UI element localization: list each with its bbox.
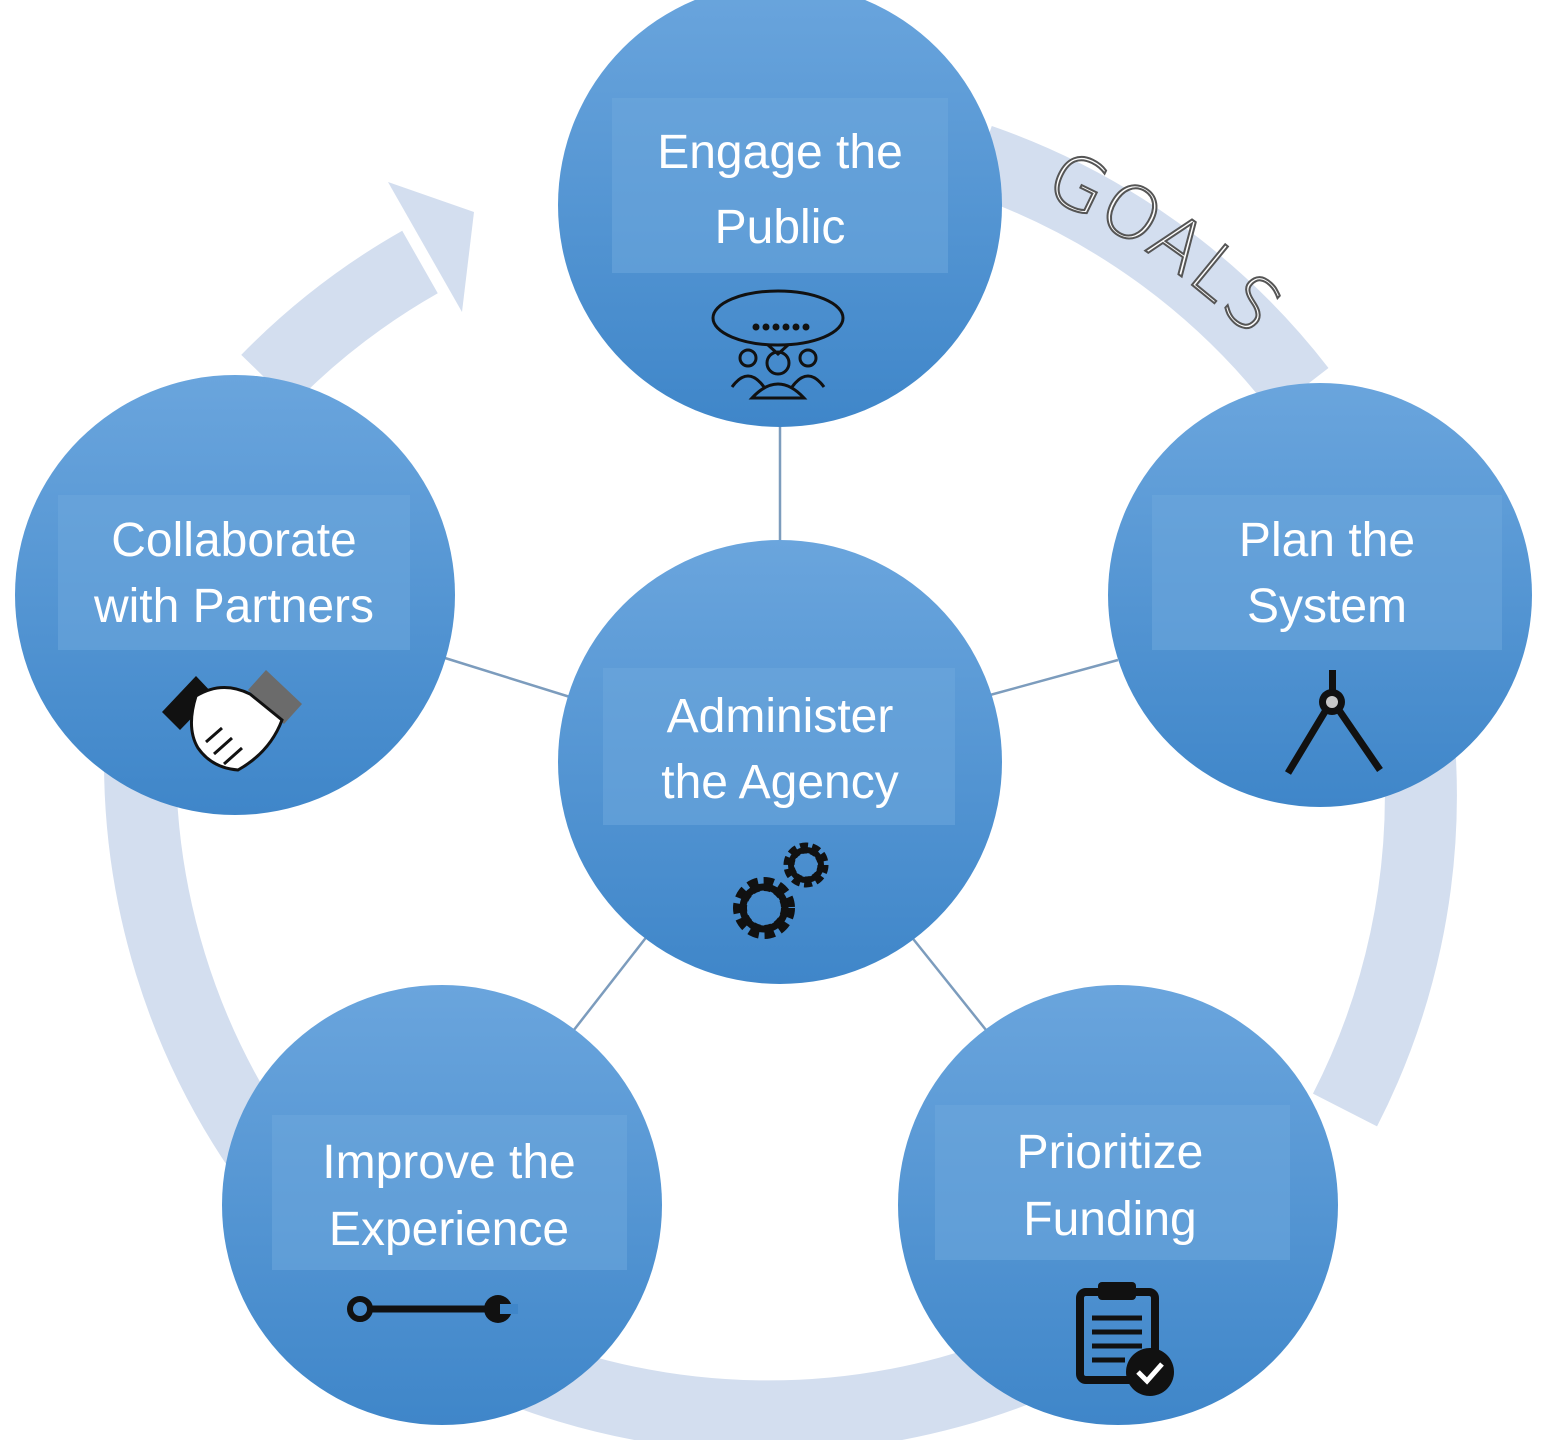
- handshake-icon: [162, 670, 302, 772]
- node-center-label-line2: the Agency: [661, 756, 899, 809]
- node-prioritize-funding[interactable]: Prioritize Funding: [898, 985, 1338, 1425]
- gears-icon: [733, 842, 829, 939]
- node-administer-the-agency[interactable]: Administer the Agency: [558, 540, 1002, 984]
- node-center-label-box: [603, 668, 955, 825]
- node-engage-label-box: [612, 98, 948, 273]
- node-plan-label-box: [1152, 495, 1502, 650]
- cycle-arrow-body: [241, 230, 439, 406]
- node-prioritize-label-line1: Prioritize: [1017, 1126, 1204, 1179]
- connector-collaborate: [444, 656, 571, 699]
- goals-label: GOALS: [1035, 134, 1299, 351]
- node-engage-label-line1: Engage the: [657, 126, 903, 179]
- node-engage-the-public[interactable]: Engage the Public: [558, 0, 1002, 427]
- wrench-icon: [347, 1295, 518, 1323]
- node-center-label-line1: Administer: [667, 690, 894, 743]
- node-prioritize-label-box: [935, 1105, 1290, 1260]
- node-improve-label-box: [272, 1115, 627, 1270]
- connector-plan: [989, 658, 1119, 697]
- node-engage-label-line2: Public: [715, 201, 846, 254]
- node-plan-the-system[interactable]: Plan the System: [1108, 383, 1532, 807]
- connector-improve: [569, 934, 649, 1036]
- node-improve-label-line2: Experience: [329, 1203, 569, 1256]
- node-prioritize-label-line2: Funding: [1023, 1193, 1196, 1246]
- node-plan-label-line2: System: [1247, 580, 1407, 633]
- clipboard-check-icon: [1076, 1282, 1174, 1396]
- node-collaborate-label-box: [58, 495, 410, 650]
- node-collaborate-with-partners[interactable]: Collaborate with Partners: [15, 375, 455, 815]
- node-collaborate-label-line2: with Partners: [93, 580, 374, 633]
- node-improve-label-line1: Improve the: [322, 1136, 575, 1189]
- node-improve-the-experience[interactable]: Improve the Experience: [222, 985, 662, 1425]
- node-collaborate-label-line1: Collaborate: [111, 514, 356, 567]
- cycle-arrow-head: [388, 182, 474, 312]
- connector-prioritize: [909, 934, 991, 1036]
- connectors: [444, 420, 1119, 1036]
- audience-speech-icon: [711, 289, 845, 400]
- compass-icon: [1285, 670, 1383, 775]
- node-plan-label-line1: Plan the: [1239, 514, 1415, 567]
